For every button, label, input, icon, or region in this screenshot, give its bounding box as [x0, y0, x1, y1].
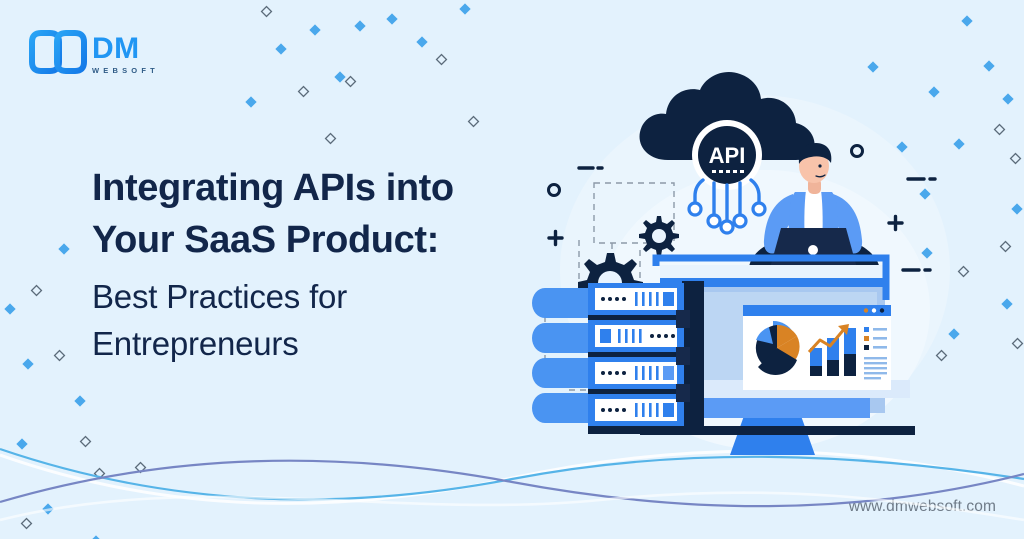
decor-square-outline — [1009, 152, 1022, 165]
decor-square-filled — [42, 503, 54, 515]
gear-icon-small — [639, 216, 679, 256]
headline-line-2: Your SaaS Product: — [92, 218, 439, 261]
pie-chart — [755, 320, 800, 376]
decor-square-filled — [1011, 203, 1023, 215]
decor-square-filled — [983, 60, 995, 72]
dm-websoft-logo[interactable]: DM WEBSOFT — [28, 30, 178, 76]
decor-square-filled — [928, 86, 940, 98]
decor-square-filled — [953, 138, 965, 150]
connector-node-dots — [687, 201, 767, 235]
decor-square-outline — [260, 5, 273, 18]
decor-square-filled — [416, 36, 428, 48]
connector-nodes — [693, 178, 761, 224]
decor-square-outline — [999, 240, 1012, 253]
logo-secondary-text: WEBSOFT — [92, 66, 159, 75]
logo-primary-text: DM — [92, 32, 140, 65]
api-cloud-label: API — [709, 143, 746, 168]
decor-square-filled — [1002, 93, 1014, 105]
gear-icon-large — [578, 253, 643, 318]
decor-square-filled — [386, 13, 398, 25]
decor-square-filled — [354, 20, 366, 32]
decor-square-filled — [948, 328, 960, 340]
decor-square-filled — [961, 15, 973, 27]
headline-line-1: Integrating APIs into — [92, 167, 454, 209]
monitor-screen — [640, 254, 915, 455]
logo-wordmark: DM WEBSOFT — [92, 34, 159, 75]
background-glow-inner — [600, 170, 930, 450]
decor-square-filled — [74, 395, 86, 407]
site-url[interactable]: www.dmwebsoft.com — [848, 498, 996, 515]
decor-square-filled — [1001, 298, 1013, 310]
person-with-laptop — [748, 143, 880, 294]
decor-square-outline — [344, 75, 357, 88]
decor-square-outline — [20, 517, 33, 530]
api-cloud: API — [639, 71, 815, 190]
headline-line-4: Entrepreneurs — [92, 325, 299, 363]
analytics-dashboard — [743, 305, 891, 390]
decor-square-filled — [896, 141, 908, 153]
decor-square-outline — [467, 115, 480, 128]
dashed-guides — [544, 182, 675, 391]
decor-square-outline — [324, 132, 337, 145]
api-cloud-dots — [712, 170, 744, 173]
decor-square-filled — [90, 535, 102, 539]
decor-square-outline — [297, 85, 310, 98]
decor-square-outline — [935, 349, 948, 362]
logo-mark-icon — [29, 30, 87, 74]
decor-square-outline — [1011, 337, 1024, 350]
decor-square-filled — [16, 438, 28, 450]
decor-square-outline — [993, 123, 1006, 136]
headline-line-3: Best Practices for — [92, 278, 347, 316]
decor-square-filled — [867, 61, 879, 73]
decor-square-filled — [22, 358, 34, 370]
bar-chart — [807, 324, 856, 376]
decor-square-filled — [309, 24, 321, 36]
decor-square-outline — [134, 461, 147, 474]
decor-square-outline — [93, 467, 106, 480]
decor-square-filled — [245, 96, 257, 108]
server-rack — [532, 281, 704, 434]
decor-square-filled — [4, 303, 16, 315]
decor-square-outline — [30, 284, 43, 297]
decor-square-outline — [435, 53, 448, 66]
page-title: Integrating APIs into Your SaaS Product:… — [92, 163, 522, 368]
dashboard-legend — [864, 327, 887, 380]
decor-marks — [547, 144, 937, 272]
decor-square-filled — [275, 43, 287, 55]
decor-square-filled — [919, 188, 931, 200]
decor-square-filled — [334, 71, 346, 83]
decor-square-filled — [58, 243, 70, 255]
decor-square-outline — [79, 435, 92, 448]
decor-square-outline — [53, 349, 66, 362]
dashboard-text-lines — [864, 357, 887, 380]
decor-square-outline — [957, 265, 970, 278]
background-glow — [560, 95, 950, 445]
decor-square-filled — [921, 247, 933, 259]
decor-square-filled — [459, 3, 471, 15]
